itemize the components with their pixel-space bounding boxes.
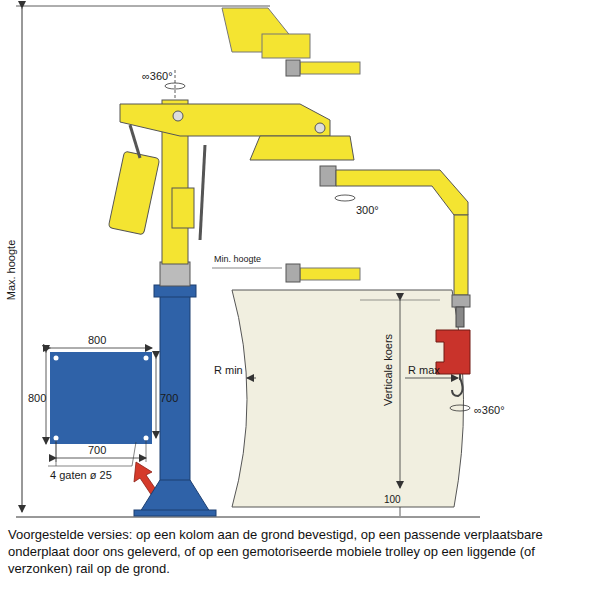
dimension: 800 xyxy=(28,392,46,404)
rotation-angle: ∞360° xyxy=(474,404,505,416)
radius-label: R max xyxy=(408,364,440,376)
rotation-angle: ∞360° xyxy=(142,70,173,82)
min-height-label: Min. hoogte xyxy=(214,255,261,265)
vertical-stroke-label: Verticale koers xyxy=(382,334,394,406)
dimension: 100 xyxy=(384,494,401,505)
caption: Voorgestelde versies: op een kolom aan d… xyxy=(8,527,584,578)
dimension: 700 xyxy=(88,444,106,456)
rotation-angle: 300° xyxy=(356,204,379,216)
dimension: 700 xyxy=(160,392,178,404)
max-height-label: Max. hoogte xyxy=(5,240,17,301)
dimension: 800 xyxy=(88,334,106,346)
radius-label: R min xyxy=(214,364,243,376)
hole-note: 4 gaten ø 25 xyxy=(50,469,112,481)
